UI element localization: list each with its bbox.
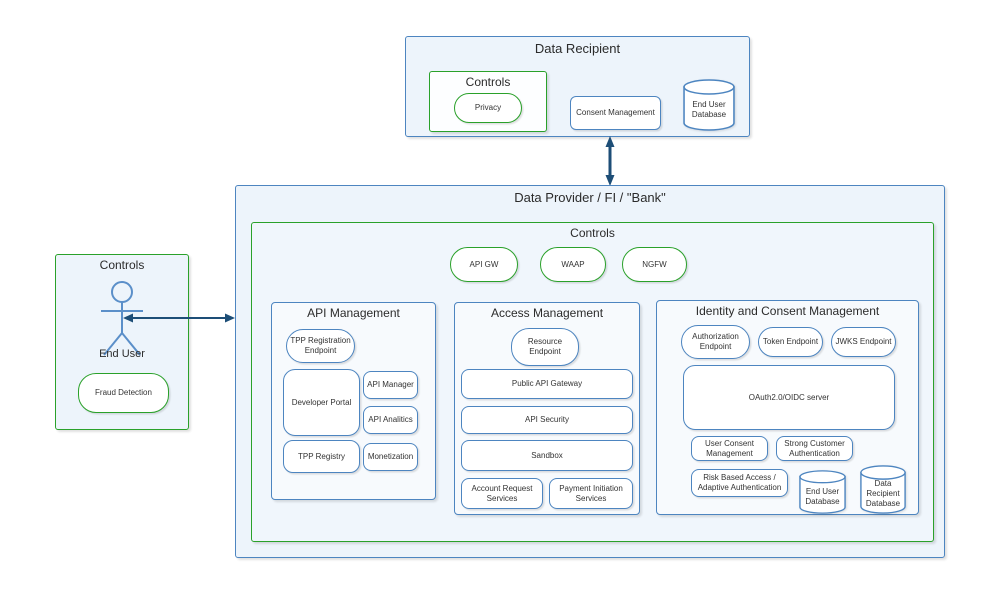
tpp-registry-node: TPP Registry [283, 440, 360, 473]
data-recipient-title: Data Recipient [534, 41, 621, 56]
monetization-node: Monetization [363, 443, 418, 471]
fraud-detection-node: Fraud Detection [78, 373, 169, 413]
token-endpoint-node: Token Endpoint [758, 327, 823, 357]
end-user-controls-box: Controls End User Fraud Detection [55, 254, 189, 430]
data-provider-title: Data Provider / FI / "Bank" [514, 190, 666, 205]
provider-end-user-database-cylinder: End User Database [799, 470, 846, 514]
provider-end-user-database-label: End User Database [805, 486, 840, 506]
risk-based-access-node: Risk Based Access / Adaptive Authenticat… [691, 469, 788, 497]
api-security-node: API Security [461, 406, 633, 434]
api-gw-node: API GW [450, 247, 518, 282]
provider-controls-title: Controls [570, 226, 615, 240]
public-api-gateway-node: Public API Gateway [461, 369, 633, 399]
data-recipient-database-cylinder: Data Recipient Database [860, 465, 906, 514]
identity-consent-management-title: Identity and Consent Management [695, 304, 880, 318]
access-management-panel: Access Management Resource Endpoint Publ… [454, 302, 640, 515]
authorization-endpoint-node: Authorization Endpoint [681, 325, 750, 359]
waap-node: WAAP [540, 247, 606, 282]
strong-customer-authentication-node: Strong Customer Authentication [776, 436, 853, 461]
oauth-oidc-server-node: OAuth2.0/OIDC server [683, 365, 895, 430]
end-user-provider-arrow [123, 313, 235, 323]
sandbox-node: Sandbox [461, 440, 633, 471]
data-recipient-controls-box: Controls Privacy [429, 71, 547, 132]
data-recipient-box: Data Recipient Controls Privacy Consent … [405, 36, 750, 137]
jwks-endpoint-node: JWKS Endpoint [831, 327, 896, 357]
recipient-end-user-database-label: End User Database [691, 99, 727, 119]
end-user-label: End User [99, 348, 145, 360]
identity-consent-management-panel: Identity and Consent Management Authoriz… [656, 300, 919, 515]
api-analitics-node: API Analitics [363, 406, 418, 434]
consent-management-node: Consent Management [570, 96, 661, 130]
api-manager-node: API Manager [363, 371, 418, 399]
end-user-controls-title: Controls [99, 258, 145, 272]
payment-initiation-services-node: Payment Initiation Services [549, 478, 633, 509]
resource-endpoint-node: Resource Endpoint [511, 328, 579, 366]
developer-portal-node: Developer Portal [283, 369, 360, 436]
api-management-title: API Management [307, 306, 400, 320]
recipient-provider-arrow [605, 136, 615, 186]
data-recipient-controls-title: Controls [465, 75, 511, 89]
tpp-registration-endpoint-node: TPP Registration Endpoint [286, 329, 355, 363]
ngfw-node: NGFW [622, 247, 687, 282]
privacy-node: Privacy [454, 93, 522, 123]
end-user-actor-icon [101, 281, 143, 356]
data-recipient-database-label: Data Recipient Database [865, 479, 901, 508]
api-management-panel: API Management TPP Registration Endpoint… [271, 302, 436, 500]
recipient-end-user-database-cylinder: End User Database [683, 79, 735, 131]
data-provider-box: Data Provider / FI / "Bank" Controls API… [235, 185, 945, 558]
provider-controls-box: Controls API GW WAAP NGFW API Management… [251, 222, 934, 542]
account-request-services-node: Account Request Services [461, 478, 543, 509]
user-consent-management-node: User Consent Management [691, 436, 768, 461]
access-management-title: Access Management [490, 306, 604, 320]
